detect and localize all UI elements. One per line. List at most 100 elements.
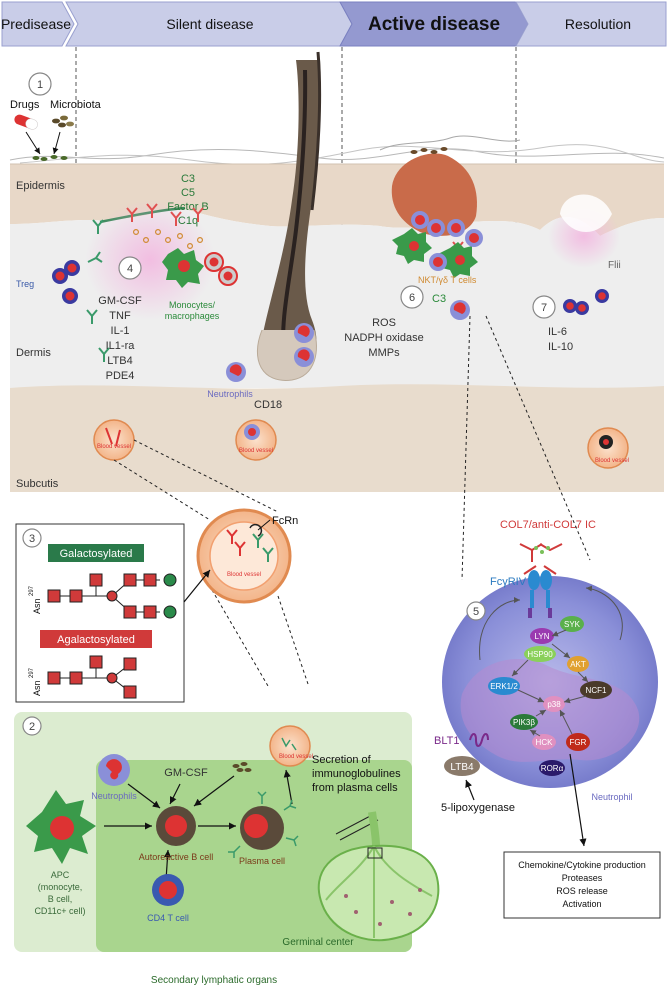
complement-item: C3 (181, 173, 195, 185)
output-item: Proteases (562, 873, 603, 883)
secretion-line: from plasma cells (312, 782, 398, 794)
zoom-connectors (113, 315, 591, 687)
dermis-label: Dermis (16, 347, 51, 359)
cytokine-item: TNF (109, 310, 131, 322)
resolution-cells (563, 289, 609, 315)
active-inflammatory-cells (392, 211, 483, 278)
surface-microbes (32, 147, 448, 161)
flii-label: Flii (608, 260, 621, 271)
ros-item: NADPH oxidase (344, 332, 423, 344)
molecule-rora: RORα (541, 764, 564, 773)
agalactosylated-glycan (47, 655, 137, 699)
fcrn-label: FcRn (272, 515, 298, 527)
il-item: IL-10 (548, 341, 573, 353)
step-number: 2 (29, 721, 35, 733)
output-item: Activation (562, 899, 601, 909)
blood-vessel-label: Blood vessel (595, 458, 629, 464)
epidermis-layer (10, 164, 664, 236)
secondary-lymph-label: Secondary lymphatic organs (151, 975, 277, 986)
lipox-label: 5-lipoxygenase (441, 802, 515, 814)
drug-pill-icon (14, 114, 38, 130)
glycosylation-box: 3 Galactosylated Asn 297 Agalactosylated (15, 523, 185, 703)
fcgr-receptor-icon (528, 570, 552, 618)
small-blood-vessel: Blood vessel (269, 725, 313, 767)
secretion-line: immunoglobulines (312, 768, 401, 780)
cytokine-list: GM-CSF TNF IL-1 IL1-ra LTB4 PDE4 (98, 295, 142, 382)
phase-predisease-arrow (1, 1, 75, 47)
lymphatic-section: 2 Neutrophils GM-CSF APC (monocyte, B ce… (14, 712, 440, 986)
cytokine-item: LTB4 (107, 355, 132, 367)
germinal-center-label: Germinal center (282, 937, 354, 948)
phase-label-active: Active disease (368, 14, 500, 35)
resolving-blister (560, 194, 612, 232)
neutrophil-section: COL7/anti-COL7 IC FcγRIV 5 SYK LYN (434, 519, 661, 919)
c3-label: C3 (432, 293, 446, 305)
asn-label: Asn (32, 598, 42, 614)
step-number: 4 (127, 263, 133, 275)
apc-label-line: CD11c+ cell) (34, 906, 85, 916)
blood-vessel-2 (235, 419, 277, 461)
nkt-label: NKT/γδ T cells (418, 275, 477, 285)
ltb4-molecule (444, 756, 480, 776)
molecule-hsp90: HSP90 (527, 650, 553, 659)
molecule-pik3b: PIK3β (513, 718, 535, 727)
blood-vessel-label: Blood vessel (239, 448, 273, 454)
output-item: ROS release (556, 886, 608, 896)
galacto-label: Galactosylated (60, 548, 133, 560)
epidermis-label: Epidermis (16, 180, 65, 192)
fcgr-label: FcγRIV (490, 576, 527, 588)
agalacto-badge (40, 630, 152, 648)
molecule-hck: HCK (536, 738, 554, 747)
ltb4-label: LTB4 (450, 762, 474, 773)
microbiota-label: Microbiota (50, 99, 102, 111)
il-item: IL-6 (548, 326, 567, 338)
secretion-label: Secretion of immunoglobulines from plasm… (312, 754, 401, 794)
galacto-badge (48, 544, 144, 562)
phase-label-predisease: Predisease (1, 16, 71, 32)
step-number: 1 (37, 79, 43, 91)
cytokine-item: PDE4 (106, 370, 135, 382)
secretion-line: Secretion of (312, 754, 372, 766)
molecule-erk: ERK1/2 (490, 682, 518, 691)
molecule-ncf1: NCF1 (586, 686, 607, 695)
molecule-lyn: LYN (535, 632, 550, 641)
macrophage-label-2: macrophages (165, 311, 220, 321)
drugs-label: Drugs (10, 99, 40, 111)
apc-label: APC (monocyte, B cell, CD11c+ cell) (34, 870, 85, 916)
cytokine-item: GM-CSF (98, 295, 142, 307)
ros-item: ROS (372, 317, 396, 329)
cd4-label: CD4 T cell (147, 913, 189, 923)
signaling-arrows (479, 585, 623, 737)
ros-item: MMPs (368, 347, 400, 359)
blood-vessel-zoom: Blood vessel (196, 508, 292, 604)
blood-vessel-label: Blood vessel (97, 444, 131, 450)
macrophages (162, 248, 238, 288)
step-markers: 1 4 6 7 (28, 72, 556, 319)
blood-vessel-label: Blood vessel (227, 572, 261, 578)
galactosylated-glycan (47, 573, 177, 619)
molecule-akt: AKT (570, 660, 586, 669)
lymph-gmcsf-label: GM-CSF (164, 767, 208, 779)
apc-label-line: APC (51, 870, 70, 880)
agalacto-label: Agalactosylated (57, 634, 135, 646)
complement-item: C5 (181, 187, 195, 199)
treg-label: Treg (16, 279, 34, 289)
cytokine-item: IL1-ra (106, 340, 136, 352)
blood-vessel-1 (93, 419, 135, 461)
subcutis-label: Subcutis (16, 478, 59, 490)
asn-label: Asn (32, 680, 42, 696)
phase-label-resolution: Resolution (565, 16, 631, 32)
signaling-molecules: SYK LYN HSP90 AKT ERK1/2 NCF1 p38 PIK3β … (488, 616, 612, 776)
microbiota-icon (52, 115, 74, 128)
neutrophil-label: Neutrophil (591, 792, 632, 802)
outputs-list: Chemokine/Cytokine production Proteases … (518, 860, 646, 909)
asn-superscript: 297 (29, 585, 35, 596)
skin-section: Drugs Microbiota Epidermis Dermis Subcut… (9, 51, 665, 492)
output-item: Chemokine/Cytokine production (518, 860, 646, 870)
complement-item: C1q (178, 215, 198, 227)
phase-header: Predisease Silent disease Active disease… (1, 1, 667, 47)
apc-label-line: (monocyte, (38, 882, 83, 892)
treg-cells (52, 260, 80, 304)
inflammation-halo (85, 200, 215, 320)
